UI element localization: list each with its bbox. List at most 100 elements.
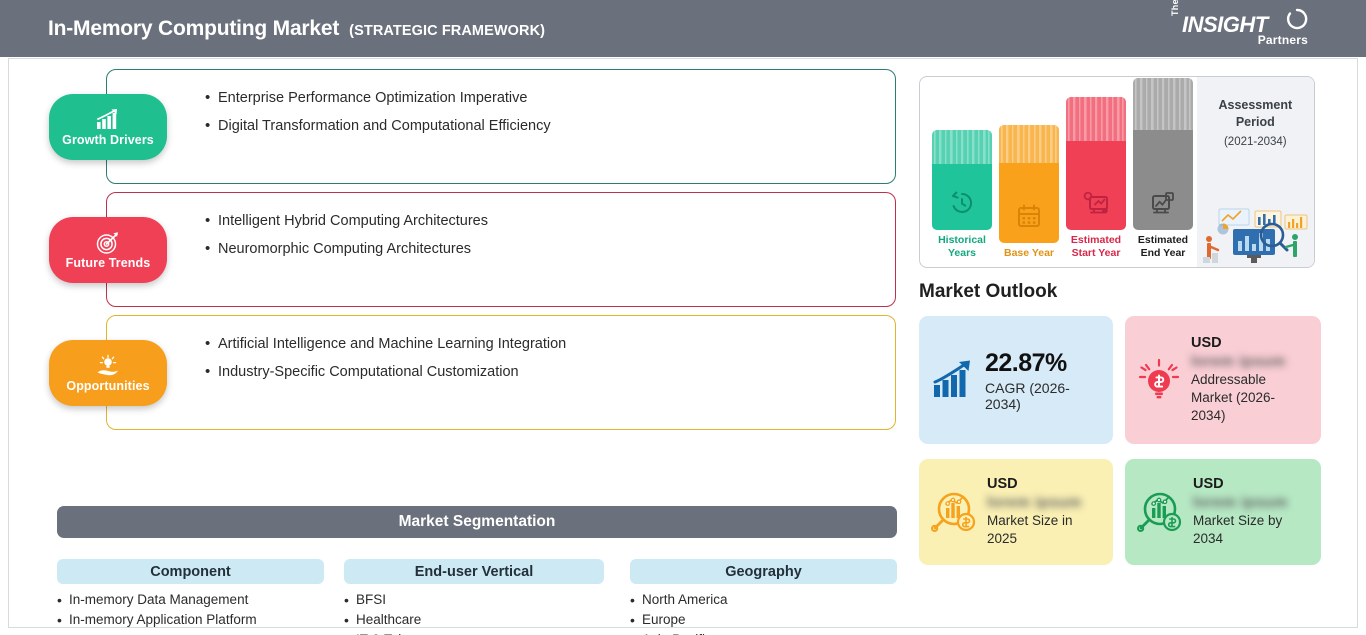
outlook-card-cagr[interactable]: 22.87% CAGR (2026-2034): [919, 316, 1113, 444]
blurred-value: lorem ipsum: [1191, 353, 1286, 370]
badge-future-trends[interactable]: Future Trends: [49, 217, 167, 283]
logo-insight-text: INSIGHT: [1182, 12, 1268, 37]
segmentation-list: North America Europe Asia Pacific: [630, 590, 897, 635]
timeline-bar-historical: 2021-2024: [932, 130, 992, 259]
logo-swoosh-icon: [1286, 8, 1308, 30]
outlook-card-label: Market Size by 2034: [1193, 513, 1283, 546]
badge-label: Future Trends: [65, 255, 151, 270]
outlook-card-content: 22.87% CAGR (2026-2034): [919, 316, 1113, 444]
list-item: IT & Telecom: [344, 630, 604, 635]
header-title-group: In-Memory Computing Market (STRATEGIC FR…: [48, 17, 545, 41]
segmentation-header: Component: [57, 559, 324, 584]
list-item: In-memory Application Platform: [57, 610, 324, 630]
pillar-bullet-list-future-trends: Intelligent Hybrid Computing Architectur…: [107, 193, 895, 277]
cagr-label: CAGR (2026-2034): [985, 379, 1070, 412]
badge-growth-drivers[interactable]: Growth Drivers: [49, 94, 167, 160]
outlook-card-content: USD lorem ipsum Market Size in 2025: [919, 459, 1113, 565]
list-item: Healthcare: [344, 610, 604, 630]
lightbulb-dollar-icon: [1138, 358, 1180, 399]
bullet-item: Intelligent Hybrid Computing Architectur…: [205, 207, 875, 235]
outlook-card-text: USD lorem ipsum Addressable Market (2026…: [1191, 335, 1309, 425]
outlook-card-text: USD lorem ipsum Market Size by 2034: [1193, 476, 1309, 548]
timeline-bar-estimated-start: 2026: [1066, 97, 1126, 259]
currency-label: USD: [987, 476, 1018, 492]
segmentation-list: BFSI Healthcare IT & Telecom: [344, 590, 604, 635]
segmentation-list: In-memory Data Management In-memory Appl…: [57, 590, 324, 630]
history-clock-icon: [952, 191, 973, 213]
assessment-line1: Assessment: [1218, 98, 1293, 112]
blurred-value: lorem ipsum: [987, 494, 1082, 511]
assessment-line3: (2021-2034): [1223, 136, 1287, 148]
currency-label: USD: [1193, 476, 1224, 492]
pillar-box-opportunities: Artificial Intelligence and Machine Lear…: [106, 315, 896, 430]
timeline-bar-base: 2025: [999, 124, 1059, 260]
presentation-chart-icon: [1152, 192, 1174, 214]
outlook-card-label: Addressable Market (2026-2034): [1191, 372, 1276, 423]
segmentation-header-label: End-user Vertical: [414, 563, 534, 580]
timeline-bar-body: [1066, 97, 1126, 230]
outlook-card-addressable-market[interactable]: USD lorem ipsum Addressable Market (2026…: [1125, 316, 1321, 444]
magnifier-bar-chart-dollar-icon: [1137, 492, 1182, 533]
target-dartboard-icon: [96, 231, 118, 254]
assessment-period-chart: 2021-2024: [919, 76, 1315, 268]
timeline-bar-body: [1133, 78, 1193, 230]
segmentation-column-component: Component In-memory Data Management In-m…: [57, 559, 324, 630]
segmentation-header-label: Component: [150, 563, 231, 580]
settings-monitor-icon: [1083, 191, 1108, 214]
pillar-bullet-list-opportunities: Artificial Intelligence and Machine Lear…: [107, 316, 895, 400]
badge-opportunities[interactable]: Opportunities: [49, 340, 167, 406]
bullet-item: Industry-Specific Computational Customiz…: [205, 358, 875, 386]
timeline-bar-body: [932, 130, 992, 230]
bar-chart-arrow-up-icon: [933, 360, 970, 397]
page-header: In-Memory Computing Market (STRATEGIC FR…: [0, 0, 1366, 57]
bullet-item: Digital Transformation and Computational…: [205, 112, 875, 140]
segmentation-header: End-user Vertical: [344, 559, 604, 584]
currency-label: USD: [1191, 335, 1222, 351]
bar-stripes-overlay: [932, 130, 992, 164]
market-outlook-title: Market Outlook: [919, 281, 1058, 302]
timeline-bar-caption: Historical Years: [938, 234, 986, 259]
outlook-card-content: USD lorem ipsum Market Size by 2034: [1125, 459, 1321, 565]
bar-stripes-overlay: [999, 124, 1059, 163]
segmentation-header-label: Geography: [725, 563, 802, 580]
cagr-value: 22.87%: [985, 348, 1067, 377]
insight-partners-logo[interactable]: The INSIGHT Partners: [1170, 0, 1310, 50]
bar-stripes-overlay: [1133, 78, 1193, 130]
market-segmentation-title-bar: Market Segmentation: [57, 506, 897, 538]
list-item: Asia Pacific: [630, 630, 897, 635]
page-title: In-Memory Computing Market: [48, 16, 340, 40]
timeline-bar-caption: Base Year: [1003, 246, 1055, 259]
pillar-box-future-trends: Intelligent Hybrid Computing Architectur…: [106, 192, 896, 307]
blurred-value: lorem ipsum: [1193, 494, 1288, 511]
badge-label: Opportunities: [66, 378, 150, 393]
analytics-dashboard-illustration: [1202, 208, 1308, 263]
outlook-card-text: 22.87% CAGR (2026-2034): [985, 349, 1101, 412]
magnifier-bar-chart-dollar-icon: [931, 492, 976, 533]
pillar-bullet-list-growth-drivers: Enterprise Performance Optimization Impe…: [107, 70, 895, 154]
bullet-item: Artificial Intelligence and Machine Lear…: [205, 330, 875, 358]
lightbulb-in-hand-icon: [97, 354, 118, 375]
timeline-bar-body: [999, 124, 1059, 243]
timeline-bar-estimated-end: 2034: [1133, 78, 1193, 259]
pillar-box-growth-drivers: Enterprise Performance Optimization Impe…: [106, 69, 896, 184]
list-item: BFSI: [344, 590, 604, 610]
bar-chart-growth-icon: [97, 108, 117, 129]
segmentation-column-end-user-vertical: End-user Vertical BFSI Healthcare IT & T…: [344, 559, 604, 635]
segmentation-header: Geography: [630, 559, 897, 584]
badge-label: Growth Drivers: [62, 132, 154, 147]
assessment-period-panel: Assessment Period (2021-2034): [1196, 77, 1314, 267]
bar-stripes-overlay: [1066, 97, 1126, 141]
bullet-item: Enterprise Performance Optimization Impe…: [205, 84, 875, 112]
list-item: Europe: [630, 610, 897, 630]
market-outlook-column: 2021-2024: [911, 69, 1351, 619]
outlook-card-market-size-2025[interactable]: USD lorem ipsum Market Size in 2025: [919, 459, 1113, 565]
strategic-pillars-column: Enterprise Performance Optimization Impe…: [49, 69, 904, 635]
list-item: In-memory Data Management: [57, 590, 324, 610]
timeline-bar-caption: Estimated End Year: [1137, 234, 1189, 259]
outlook-card-text: USD lorem ipsum Market Size in 2025: [987, 476, 1101, 548]
bullet-item: Neuromorphic Computing Architectures: [205, 235, 875, 263]
outlook-card-market-size-2034[interactable]: USD lorem ipsum Market Size by 2034: [1125, 459, 1321, 565]
outlook-card-content: USD lorem ipsum Addressable Market (2026…: [1125, 316, 1321, 444]
content-frame: Enterprise Performance Optimization Impe…: [8, 58, 1358, 635]
list-item: North America: [630, 590, 897, 610]
